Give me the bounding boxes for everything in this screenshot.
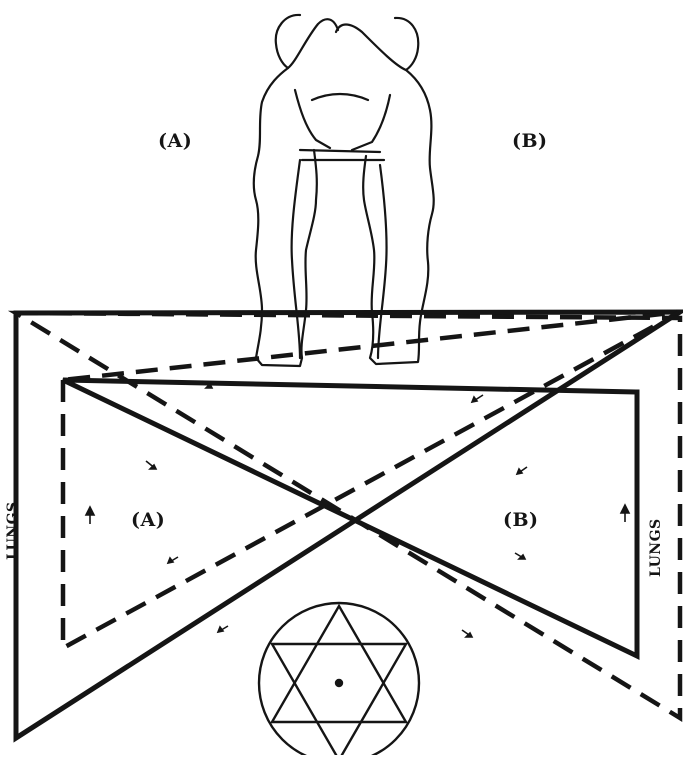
label-lungs-left: LUNGS xyxy=(5,501,21,560)
figure-b-inner xyxy=(378,165,387,358)
flow-arrows xyxy=(86,381,629,637)
emblem-center-dot xyxy=(336,680,342,686)
arrow-inner-b-up xyxy=(517,467,527,474)
hexagram-emblem xyxy=(259,603,419,755)
label-lungs-right: LUNGS xyxy=(648,518,664,577)
triangle-a-dashed xyxy=(63,312,680,648)
label-top-a: (A) xyxy=(158,130,192,152)
label-triangle-a: (A) xyxy=(131,509,165,531)
arrow-inner-a-left xyxy=(168,557,178,563)
arrow-up-left xyxy=(86,507,94,524)
arrow-up-right xyxy=(621,505,629,522)
arrow-top-right xyxy=(472,395,483,402)
arrow-inner-a-down xyxy=(146,461,156,469)
arrow-inner-b-down xyxy=(515,553,525,559)
arrow-bottom-right xyxy=(462,630,472,637)
label-triangle-b: (B) xyxy=(503,509,539,531)
emblem-triangle-up xyxy=(272,606,406,722)
arrow-bottom-left xyxy=(218,626,228,632)
label-top-b: (B) xyxy=(512,130,548,152)
figure-b-arm xyxy=(336,25,406,151)
emblem-triangle-down xyxy=(272,644,406,755)
joined-hands xyxy=(300,94,384,160)
figure-a-arm xyxy=(288,19,338,148)
figure-a-inner xyxy=(292,160,300,358)
